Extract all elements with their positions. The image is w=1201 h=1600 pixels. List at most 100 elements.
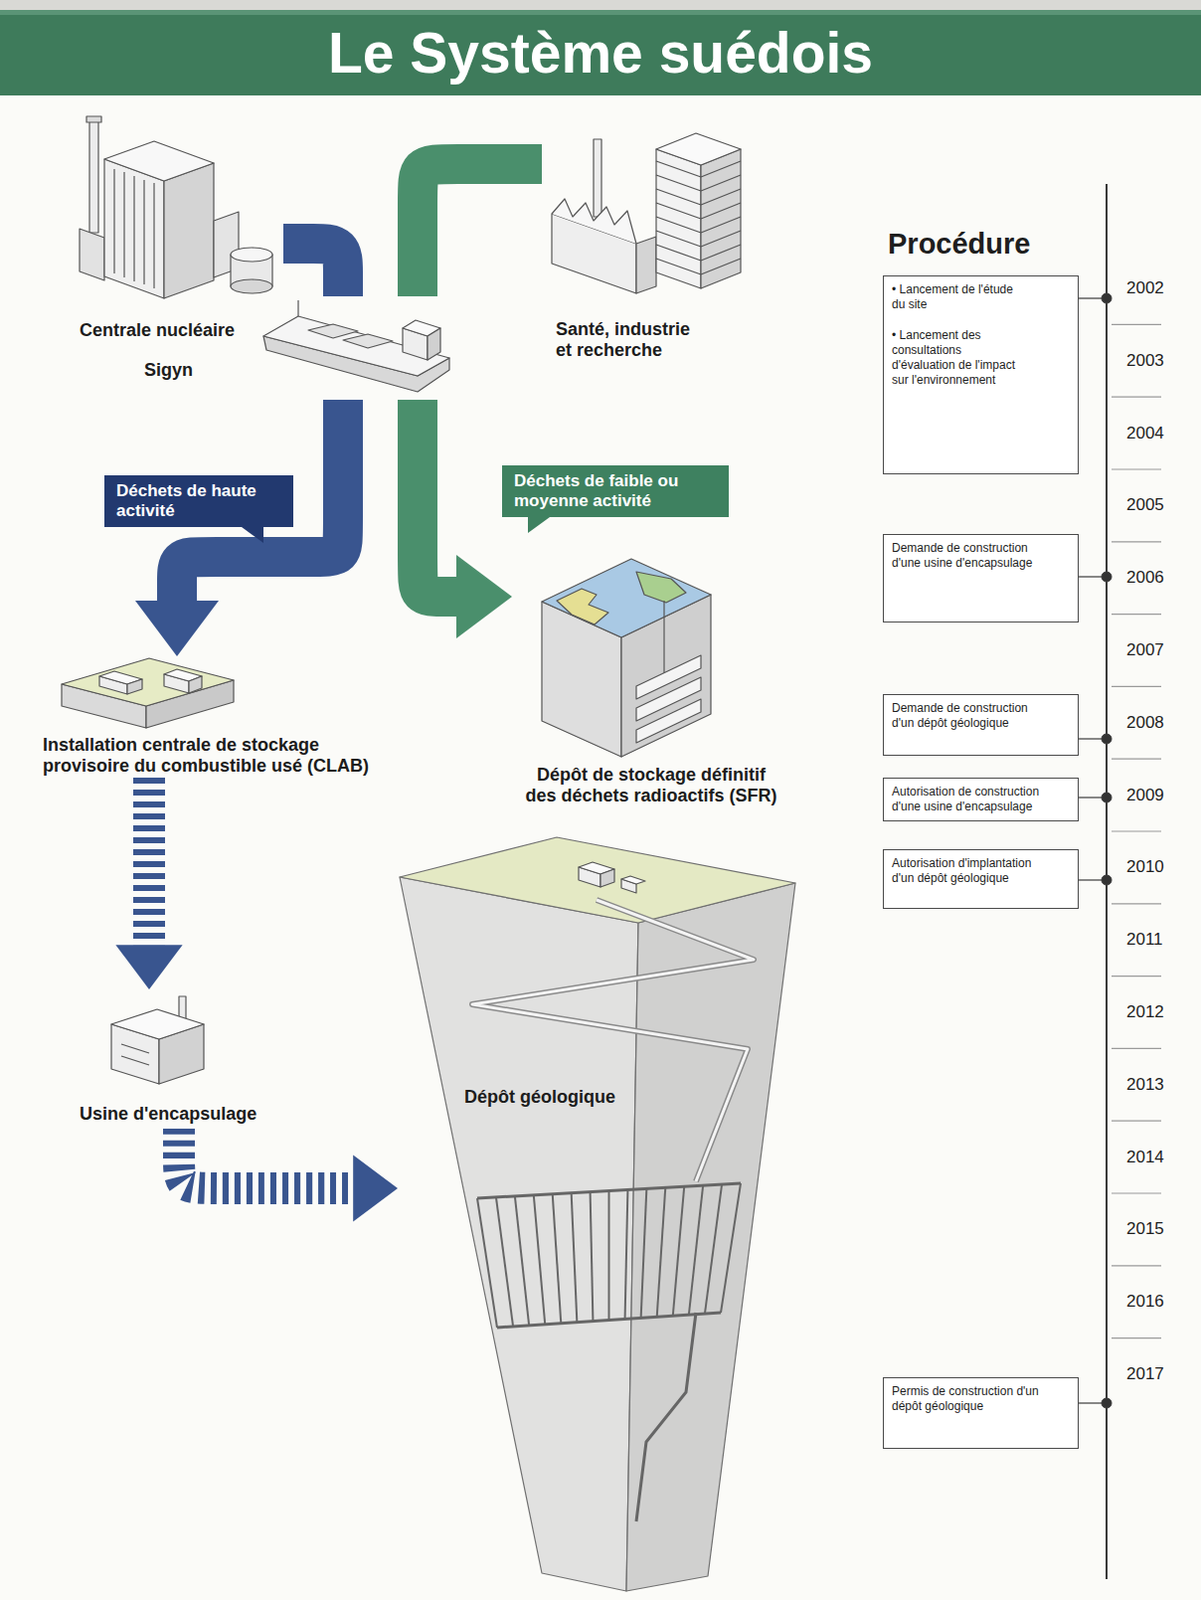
node-label: Sigyn	[144, 359, 193, 382]
callout-box: Déchets de faible ou moyenne activité	[502, 465, 729, 517]
industry-illustration	[656, 244, 701, 261]
encapsulation-plant-illustration	[111, 996, 204, 1084]
facility-node: Usine d'encapsulage	[79, 989, 284, 1129]
step-text: Autorisation d'implantation d'un dépôt g…	[891, 856, 1041, 886]
sfr-repository-illustration	[541, 558, 711, 638]
timeline-tick	[1111, 902, 1162, 904]
timeline-tick	[1111, 1047, 1162, 1049]
timeline-tick	[1111, 1120, 1162, 1122]
repository-tunnels	[477, 1198, 498, 1328]
repository-tunnels	[514, 1196, 529, 1326]
repository-tunnels	[688, 1185, 703, 1315]
nuclear-plant-illustration	[104, 159, 165, 299]
sfr-repository-illustration	[556, 588, 609, 625]
year-label: 2017	[1126, 1364, 1165, 1384]
year-label: 2007	[1126, 640, 1165, 661]
industry-illustration	[700, 161, 741, 177]
year-label: 2006	[1126, 567, 1165, 588]
step-box: • Lancement de l'étude du site • Lancemen…	[882, 275, 1079, 475]
geological-repository-illustration	[472, 899, 754, 1182]
industry-illustration	[593, 139, 602, 217]
ship-illustration	[297, 300, 299, 317]
facility-node: Centrale nucléaire	[69, 109, 284, 348]
nuclear-plant-illustration	[164, 163, 214, 299]
repository-node: Dépôt géologique	[397, 837, 796, 1591]
geological-repository-illustration	[600, 868, 615, 887]
timeline	[1101, 571, 1112, 582]
timeline-tick	[1111, 758, 1162, 760]
step-box: Autorisation de construction d'une usine…	[882, 777, 1079, 822]
encapsulation-plant-illustration	[111, 1009, 204, 1039]
ship-illustration	[263, 300, 450, 392]
node-label: Installation centrale de stockage provis…	[42, 734, 381, 778]
industry-illustration	[700, 202, 741, 219]
industry-illustration	[700, 174, 741, 191]
step-text: Demande de construction d'un dépôt géolo…	[891, 700, 1041, 731]
flow-band	[417, 399, 457, 597]
ship-node: Sigyn	[139, 296, 468, 400]
timeline-tick	[1111, 540, 1162, 542]
encapsulation-plant-illustration	[121, 1055, 150, 1065]
title-banner	[0, 9, 1201, 15]
geological-repository-illustration	[399, 837, 796, 1591]
title-banner	[0, 0, 1201, 10]
repository-tunnels	[657, 1187, 667, 1317]
nuclear-plant-illustration	[230, 279, 273, 294]
sfr-repository-illustration	[636, 571, 687, 603]
nuclear-plant-illustration	[133, 175, 135, 282]
ship-illustration	[343, 334, 393, 348]
industry-illustration	[551, 198, 637, 244]
repository-tunnels	[590, 1192, 594, 1322]
timeline	[1101, 733, 1112, 744]
repository-tunnels	[496, 1197, 514, 1327]
ship-illustration	[427, 328, 441, 360]
nuclear-plant-illustration	[89, 121, 99, 233]
node-label: Centrale nucléaire	[79, 320, 235, 343]
geological-repository-illustration	[472, 899, 754, 1182]
clab-illustration	[61, 658, 234, 728]
clab-illustration	[188, 676, 202, 693]
step-text: • Lancement de l'étude du site	[891, 282, 1022, 313]
repository-tunnels	[477, 1183, 741, 1328]
repository-tunnels	[571, 1193, 578, 1323]
nuclear-plant-illustration	[153, 182, 155, 289]
step-text: • Lancement des consultations d'évaluati…	[891, 328, 1022, 388]
nuclear-plant-illustration	[79, 228, 105, 281]
nuclear-plant-illustration	[79, 116, 273, 299]
geological-repository-illustration	[626, 882, 796, 1591]
node-label: Santé, industrie et recherche	[555, 319, 705, 362]
industry-illustration	[656, 216, 701, 233]
industry-illustration	[700, 244, 741, 261]
dashed-flow-arrow	[178, 1128, 353, 1189]
year-label: 2005	[1126, 495, 1165, 515]
nuclear-plant-illustration	[230, 247, 273, 262]
facility-node: Dépôt de stockage définitif des déchets …	[512, 548, 791, 810]
nuclear-plant-illustration	[143, 179, 145, 285]
industry-illustration	[636, 236, 657, 294]
nuclear-plant-illustration	[86, 116, 102, 123]
industry-illustration	[656, 174, 701, 191]
industry-illustration	[656, 133, 741, 166]
repository-tunnels	[608, 1191, 611, 1321]
geological-repository-illustration	[636, 1312, 696, 1522]
year-label: 2016	[1126, 1291, 1165, 1312]
repository-tunnels	[641, 1188, 648, 1318]
year-label: 2014	[1126, 1147, 1165, 1168]
timeline	[1101, 1397, 1112, 1408]
year-label: 2002	[1126, 278, 1165, 299]
repository-tunnels	[625, 1189, 629, 1319]
timeline-tick	[1111, 324, 1162, 1338]
timeline-tick	[1111, 468, 1162, 470]
nuclear-plant-illustration	[104, 141, 214, 181]
timeline-tick	[1111, 1337, 1162, 1339]
geological-repository-illustration	[399, 837, 796, 923]
industry-illustration	[700, 188, 741, 205]
dashed-flow-arrow	[133, 777, 166, 945]
repository-tunnels	[720, 1183, 741, 1313]
ship-illustration	[308, 324, 358, 339]
encapsulation-plant-illustration	[121, 1043, 150, 1053]
year-label: 2011	[1126, 929, 1164, 950]
timeline-heading: Procédure	[887, 226, 1030, 262]
repository-tunnels	[673, 1186, 685, 1316]
year-label: 2003	[1126, 350, 1165, 371]
